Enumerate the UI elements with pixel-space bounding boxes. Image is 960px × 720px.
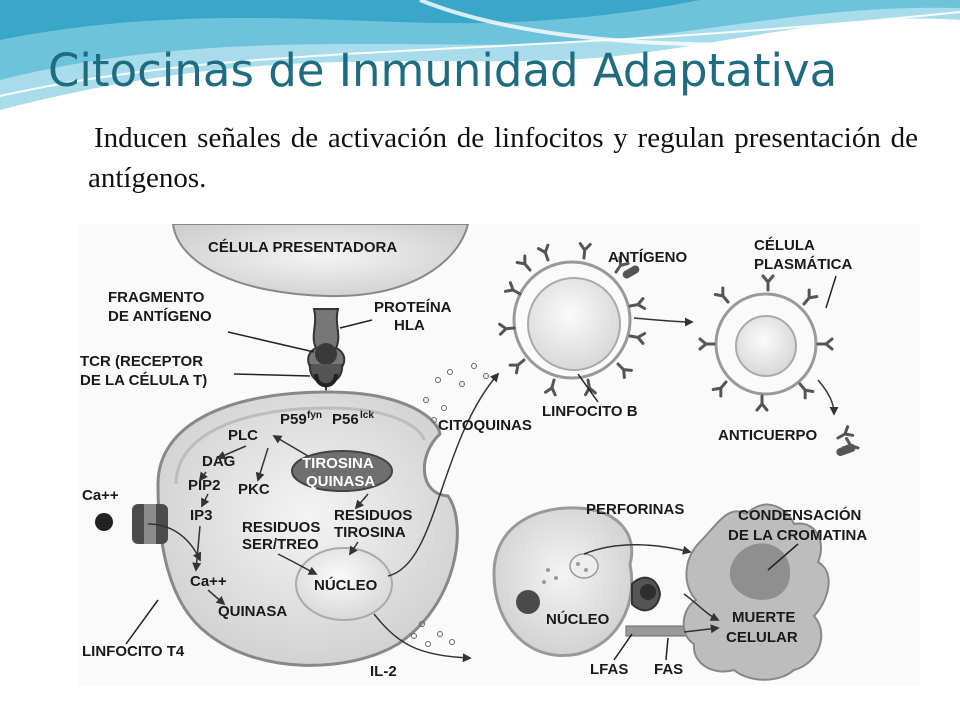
label-lfas: LFAS (590, 661, 628, 678)
antigen-icon (622, 265, 640, 279)
label-fas: FAS (654, 661, 683, 678)
plasma-cell (698, 274, 834, 412)
label-hla-2: HLA (394, 317, 425, 334)
label-antigen-fragment-1: FRAGMENTO (108, 289, 205, 306)
label-tyrosine-residues-1: RESIDUOS (334, 507, 412, 524)
label-ca-inside: Ca++ (190, 573, 227, 590)
label-ip3: IP3 (190, 507, 213, 524)
label-plasma-1: CÉLULA (754, 237, 815, 254)
label-t-cell-nucleus: NÚCLEO (314, 576, 378, 594)
label-il2: IL-2 (370, 663, 397, 680)
label-chromatin-2: DE LA CROMATINA (728, 527, 867, 544)
label-p59-sup: fyn (307, 410, 322, 421)
slide-title: Citocinas de Inmunidad Adaptativa (48, 44, 838, 97)
label-tcr-1: TCR (RECEPTOR (80, 353, 203, 370)
label-perforins: PERFORINAS (586, 501, 684, 518)
label-plasma-2: PLASMÁTICA (754, 256, 852, 273)
label-antibody: ANTICUERPO (718, 427, 818, 444)
label-p56: P56 (332, 411, 359, 428)
cytotoxic-cell (492, 506, 634, 657)
label-plc: PLC (228, 427, 258, 444)
tyrosine-kinase-blob (291, 450, 393, 492)
label-ca-outside: Ca++ (82, 487, 119, 504)
label-antigen: ANTÍGENO (608, 249, 688, 266)
label-ser-treo-2: SER/TREO (242, 536, 319, 553)
cytokine-diagram: CÉLULA PRESENTADORA FRAGMENTO DE ANTÍGEN… (78, 224, 920, 686)
label-t4: LINFOCITO T4 (82, 643, 185, 660)
signal-arrows (147, 372, 500, 663)
granule-icon (516, 590, 540, 614)
label-tyrosine-kinase-1: TIROSINA (302, 455, 374, 472)
label-antigen-fragment-2: DE ANTÍGENO (108, 308, 212, 325)
label-chromatin-1: CONDENSACIÓN (738, 506, 861, 524)
label-cell-death-2: CELULAR (726, 629, 798, 646)
t-cell-nucleus (295, 547, 393, 621)
label-ser-treo-1: RESIDUOS (242, 519, 320, 536)
label-b-cell: LINFOCITO B (542, 403, 638, 420)
label-p59: P59 (280, 411, 307, 428)
label-tyrosine-kinase-2: QUINASA (306, 473, 375, 490)
fas-complex (625, 576, 687, 637)
antibody-icons (834, 425, 862, 457)
label-kinase: QUINASA (218, 603, 287, 620)
label-cytokines: CITOQUINAS (438, 417, 532, 434)
label-cell-death-1: MUERTE (732, 609, 795, 626)
label-pkc: PKC (238, 481, 270, 498)
hla-tcr-complex (307, 308, 346, 393)
label-cytotoxic-nucleus: NÚCLEO (546, 610, 610, 628)
t4-lymphocyte (95, 390, 459, 667)
antigen-presenting-cell: CÉLULA PRESENTADORA (171, 224, 470, 298)
slide-subtitle: Inducen señales de activación de linfoci… (88, 122, 918, 194)
header-waves (0, 0, 960, 110)
label-apc: CÉLULA PRESENTADORA (208, 239, 397, 256)
label-tyrosine-residues-2: TIROSINA (334, 524, 406, 541)
label-hla-1: PROTEÍNA (374, 299, 452, 316)
label-tcr-2: DE LA CÉLULA T) (80, 372, 207, 389)
cytokine-dots (411, 363, 489, 647)
b-lymphocyte (498, 242, 647, 397)
label-dag: DAG (202, 453, 235, 470)
label-p56-sup: lck (360, 410, 374, 421)
label-pip2: PIP2 (188, 477, 221, 494)
calcium-ion-icon (95, 513, 113, 531)
